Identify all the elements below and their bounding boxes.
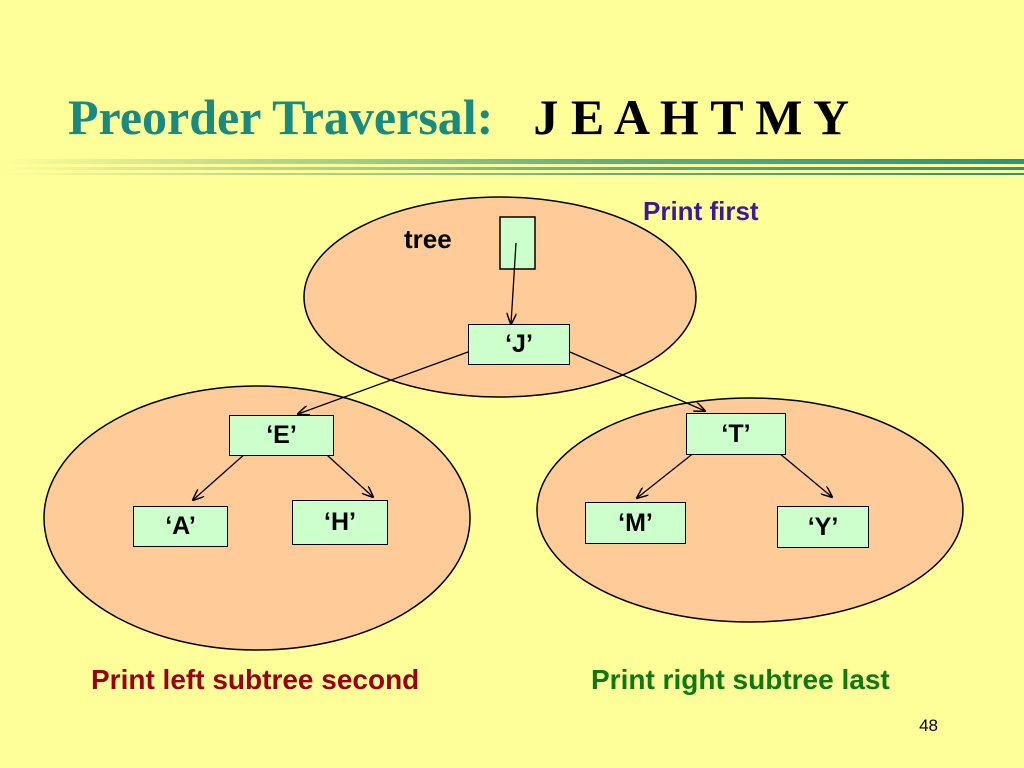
node-a: ‘A’ (133, 506, 228, 547)
edge-t-to-m (637, 447, 701, 498)
root-subtree-ellipse (303, 196, 697, 398)
traversal-sequence: J E A H T M Y (533, 89, 850, 145)
page-number: 48 (919, 716, 938, 735)
slide-title: Preorder Traversal: J E A H T M Y (68, 92, 849, 142)
edge-t-to-y (772, 447, 832, 497)
node-j: ‘J’ (468, 324, 570, 365)
edge-j-to-e (298, 351, 469, 414)
node-h: ‘H’ (292, 500, 388, 545)
tree-pointer-box (499, 216, 536, 270)
left-subtree-ellipse (43, 385, 471, 651)
print-left-caption: Print left subtree second (91, 664, 420, 695)
node-m: ‘M’ (585, 502, 686, 544)
print-right-caption: Print right subtree last (591, 664, 890, 695)
node-y: ‘Y’ (777, 506, 869, 548)
tree-pointer-label: tree (404, 224, 452, 254)
title-text: Preorder Traversal: (68, 89, 494, 145)
title-underline (0, 159, 1024, 175)
edge-tree-to-j (511, 242, 516, 324)
right-subtree-ellipse (536, 397, 964, 623)
edge-j-to-t (569, 351, 705, 411)
node-e: ‘E’ (229, 415, 334, 456)
print-first-caption: Print first (643, 196, 759, 226)
node-t: ‘T’ (686, 413, 786, 455)
